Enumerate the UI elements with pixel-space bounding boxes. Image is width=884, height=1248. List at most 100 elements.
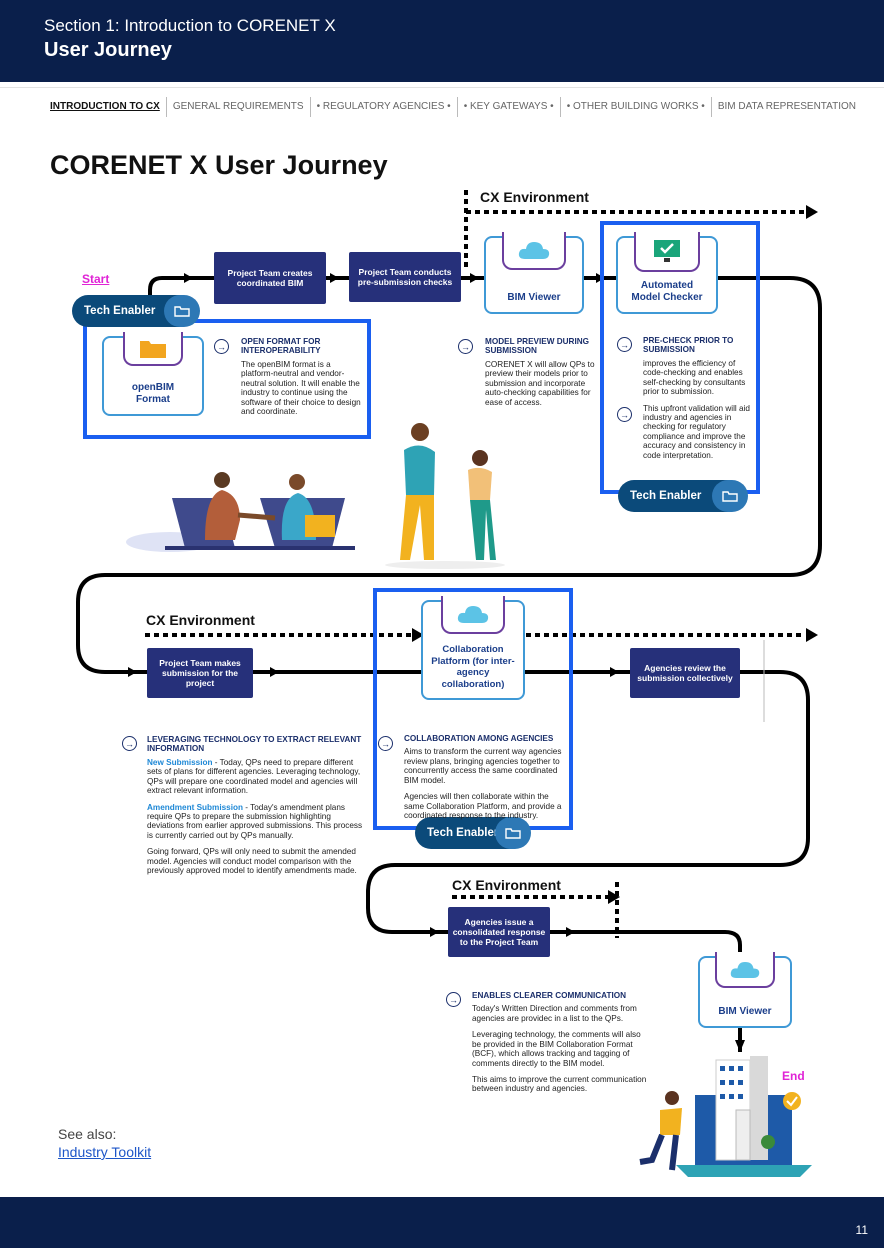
info-body: improves the efficiency of code-checking… [643, 358, 746, 397]
info-heading: OPEN FORMAT FOR INTEROPERABILITY [241, 337, 321, 356]
path-arrow [330, 273, 339, 283]
tech-enabler-pill[interactable]: Tech Enabler [618, 480, 748, 512]
page-title: User Journey [44, 39, 172, 61]
page-number: 11 [855, 1223, 868, 1237]
people-illustration [385, 423, 505, 569]
card-openbim[interactable]: openBIM Format [102, 332, 204, 416]
nav-item-other-building-works[interactable]: • OTHER BUILDING WORKS • [561, 97, 712, 117]
info-body: This upfront validation will aid industr… [643, 403, 750, 460]
card-label: BIM Viewer [718, 1006, 772, 1017]
info-body: Today's Written Direction and comments f… [472, 1004, 637, 1023]
arrow-right-icon: → [617, 407, 632, 422]
arrow-right-icon: → [446, 992, 461, 1007]
path-arrow [270, 667, 279, 677]
path-arrow [566, 927, 575, 937]
info-precheck: PRE-CHECK PRIOR TO SUBMISSION improves t… [643, 336, 755, 467]
info-model-preview: MODEL PREVIEW DURING SUBMISSION CORENET … [485, 337, 597, 414]
see-also-label: See also: [58, 1126, 117, 1142]
info-collab: COLLABORATION AMONG AGENCIES Aims to tra… [404, 734, 570, 827]
tech-enabler-label: Tech Enabler [84, 305, 156, 317]
cx-environment-label: CX Environment [480, 189, 589, 205]
path-arrow [430, 927, 439, 937]
arrow-right-icon: → [214, 339, 229, 354]
cx-arrow [608, 890, 620, 904]
card-label: openBIM Format [131, 382, 175, 405]
tech-enabler-label: Tech Enabler [427, 827, 499, 839]
highlight-openbim [83, 319, 371, 439]
step-agencies-review: Agencies review the submission collectiv… [630, 648, 740, 698]
header-bar: Section 1: Introduction to CORENET X Use… [0, 0, 884, 82]
amendment-submission-label: Amendment Submission [147, 802, 243, 812]
card-bim-viewer-2[interactable]: BIM Viewer [698, 952, 792, 1028]
arrow-right-icon: → [617, 337, 632, 352]
card-collab-platform[interactable]: Collaboration Platform (for inter-agency… [421, 596, 525, 700]
arrow-right-icon: → [458, 339, 473, 354]
arrow-right-icon: → [122, 736, 137, 751]
info-heading: PRE-CHECK PRIOR TO SUBMISSION [643, 336, 734, 355]
info-body: Leveraging technology, the comments will… [472, 1030, 641, 1068]
info-body: CORENET X will allow QPs to preview thei… [485, 359, 595, 407]
folder-icon [495, 817, 531, 849]
new-submission-label: New Submission [147, 757, 213, 767]
info-body: This aims to improve the current communi… [472, 1074, 647, 1094]
nav-divider [0, 87, 884, 88]
path-arrow [470, 273, 479, 283]
footer-bar: 11 [0, 1197, 884, 1248]
folder-icon [123, 332, 183, 366]
cloud-icon [441, 596, 505, 634]
folder-icon [712, 480, 748, 512]
path-arrow [610, 667, 619, 677]
cx-arrow [806, 205, 818, 219]
step-agencies-respond: Agencies issue a consolidated response t… [448, 907, 550, 957]
card-bim-viewer[interactable]: BIM Viewer [484, 232, 584, 314]
monitor-check-icon [634, 232, 700, 272]
folder-icon [164, 295, 200, 327]
card-label: BIM Viewer [507, 292, 561, 303]
cx-environment-label: CX Environment [146, 612, 255, 628]
info-heading: COLLABORATION AMONG AGENCIES [404, 734, 554, 743]
tech-enabler-label: Tech Enabler [630, 490, 702, 502]
info-body: - Today, QPs need to prepare different s… [147, 757, 361, 796]
nav-item-introduction[interactable]: INTRODUCTION TO CX [44, 97, 167, 117]
nav-item-general-requirements[interactable]: GENERAL REQUIREMENTS [167, 97, 311, 117]
info-body: The openBIM format is a platform-neutral… [241, 359, 361, 416]
path-arrow [128, 667, 137, 677]
tech-enabler-pill[interactable]: Tech Enabler [72, 295, 200, 327]
handshake-illustration [126, 472, 355, 552]
cx-arrow [412, 628, 424, 642]
cloud-icon [502, 232, 566, 270]
arrow-right-icon: → [378, 736, 393, 751]
cx-environment-label: CX Environment [452, 877, 561, 893]
info-heading: MODEL PREVIEW DURING SUBMISSION [485, 337, 590, 356]
end-label: End [782, 1069, 805, 1083]
info-body: - Today's amendment plans require QPs to… [147, 802, 363, 840]
step-create-bim: Project Team creates coordinated BIM [214, 252, 326, 304]
cx-arrow [806, 628, 818, 642]
info-leverage: LEVERAGING TECHNOLOGY TO EXTRACT RELEVAN… [147, 735, 369, 882]
industry-toolkit-link[interactable]: Industry Toolkit [58, 1144, 152, 1160]
section-nav: INTRODUCTION TO CX GENERAL REQUIREMENTS … [44, 96, 862, 118]
info-heading: LEVERAGING TECHNOLOGY TO EXTRACT RELEVAN… [147, 735, 362, 754]
card-label: Automated Model Checker [631, 280, 703, 303]
nav-item-bim-data[interactable]: BIM DATA REPRESENTATION [717, 101, 856, 112]
start-label: Start [82, 272, 110, 286]
path-arrow [735, 1040, 745, 1052]
cloud-icon [715, 952, 775, 988]
info-body: Going forward, QPs will only need to sub… [147, 847, 357, 876]
info-body: Aims to transform the current way agenci… [404, 747, 562, 785]
card-model-checker[interactable]: Automated Model Checker [616, 232, 718, 314]
section-title: Section 1: Introduction to CORENET X [44, 16, 336, 35]
step-pre-submission-checks: Project Team conducts pre-submission che… [349, 252, 461, 302]
path-arrow [184, 273, 193, 283]
tech-enabler-pill[interactable]: Tech Enabler [415, 817, 531, 849]
nav-item-regulatory-agencies[interactable]: • REGULATORY AGENCIES • [311, 97, 458, 117]
card-label: Collaboration Platform (for inter-agency… [431, 644, 515, 690]
diagram-title: CORENET X User Journey [50, 150, 388, 180]
info-heading: ENABLES CLEARER COMMUNICATION [472, 991, 627, 1000]
info-body: Agencies will then collaborate within th… [404, 792, 562, 820]
nav-item-key-gateways[interactable]: • KEY GATEWAYS • [458, 97, 561, 117]
info-communication: ENABLES CLEARER COMMUNICATION Today's Wr… [472, 991, 652, 1101]
info-open-format: OPEN FORMAT FOR INTEROPERABILITY The ope… [241, 337, 361, 423]
step-make-submission: Project Team makes submission for the pr… [147, 648, 253, 698]
building-illustration [639, 1056, 812, 1177]
